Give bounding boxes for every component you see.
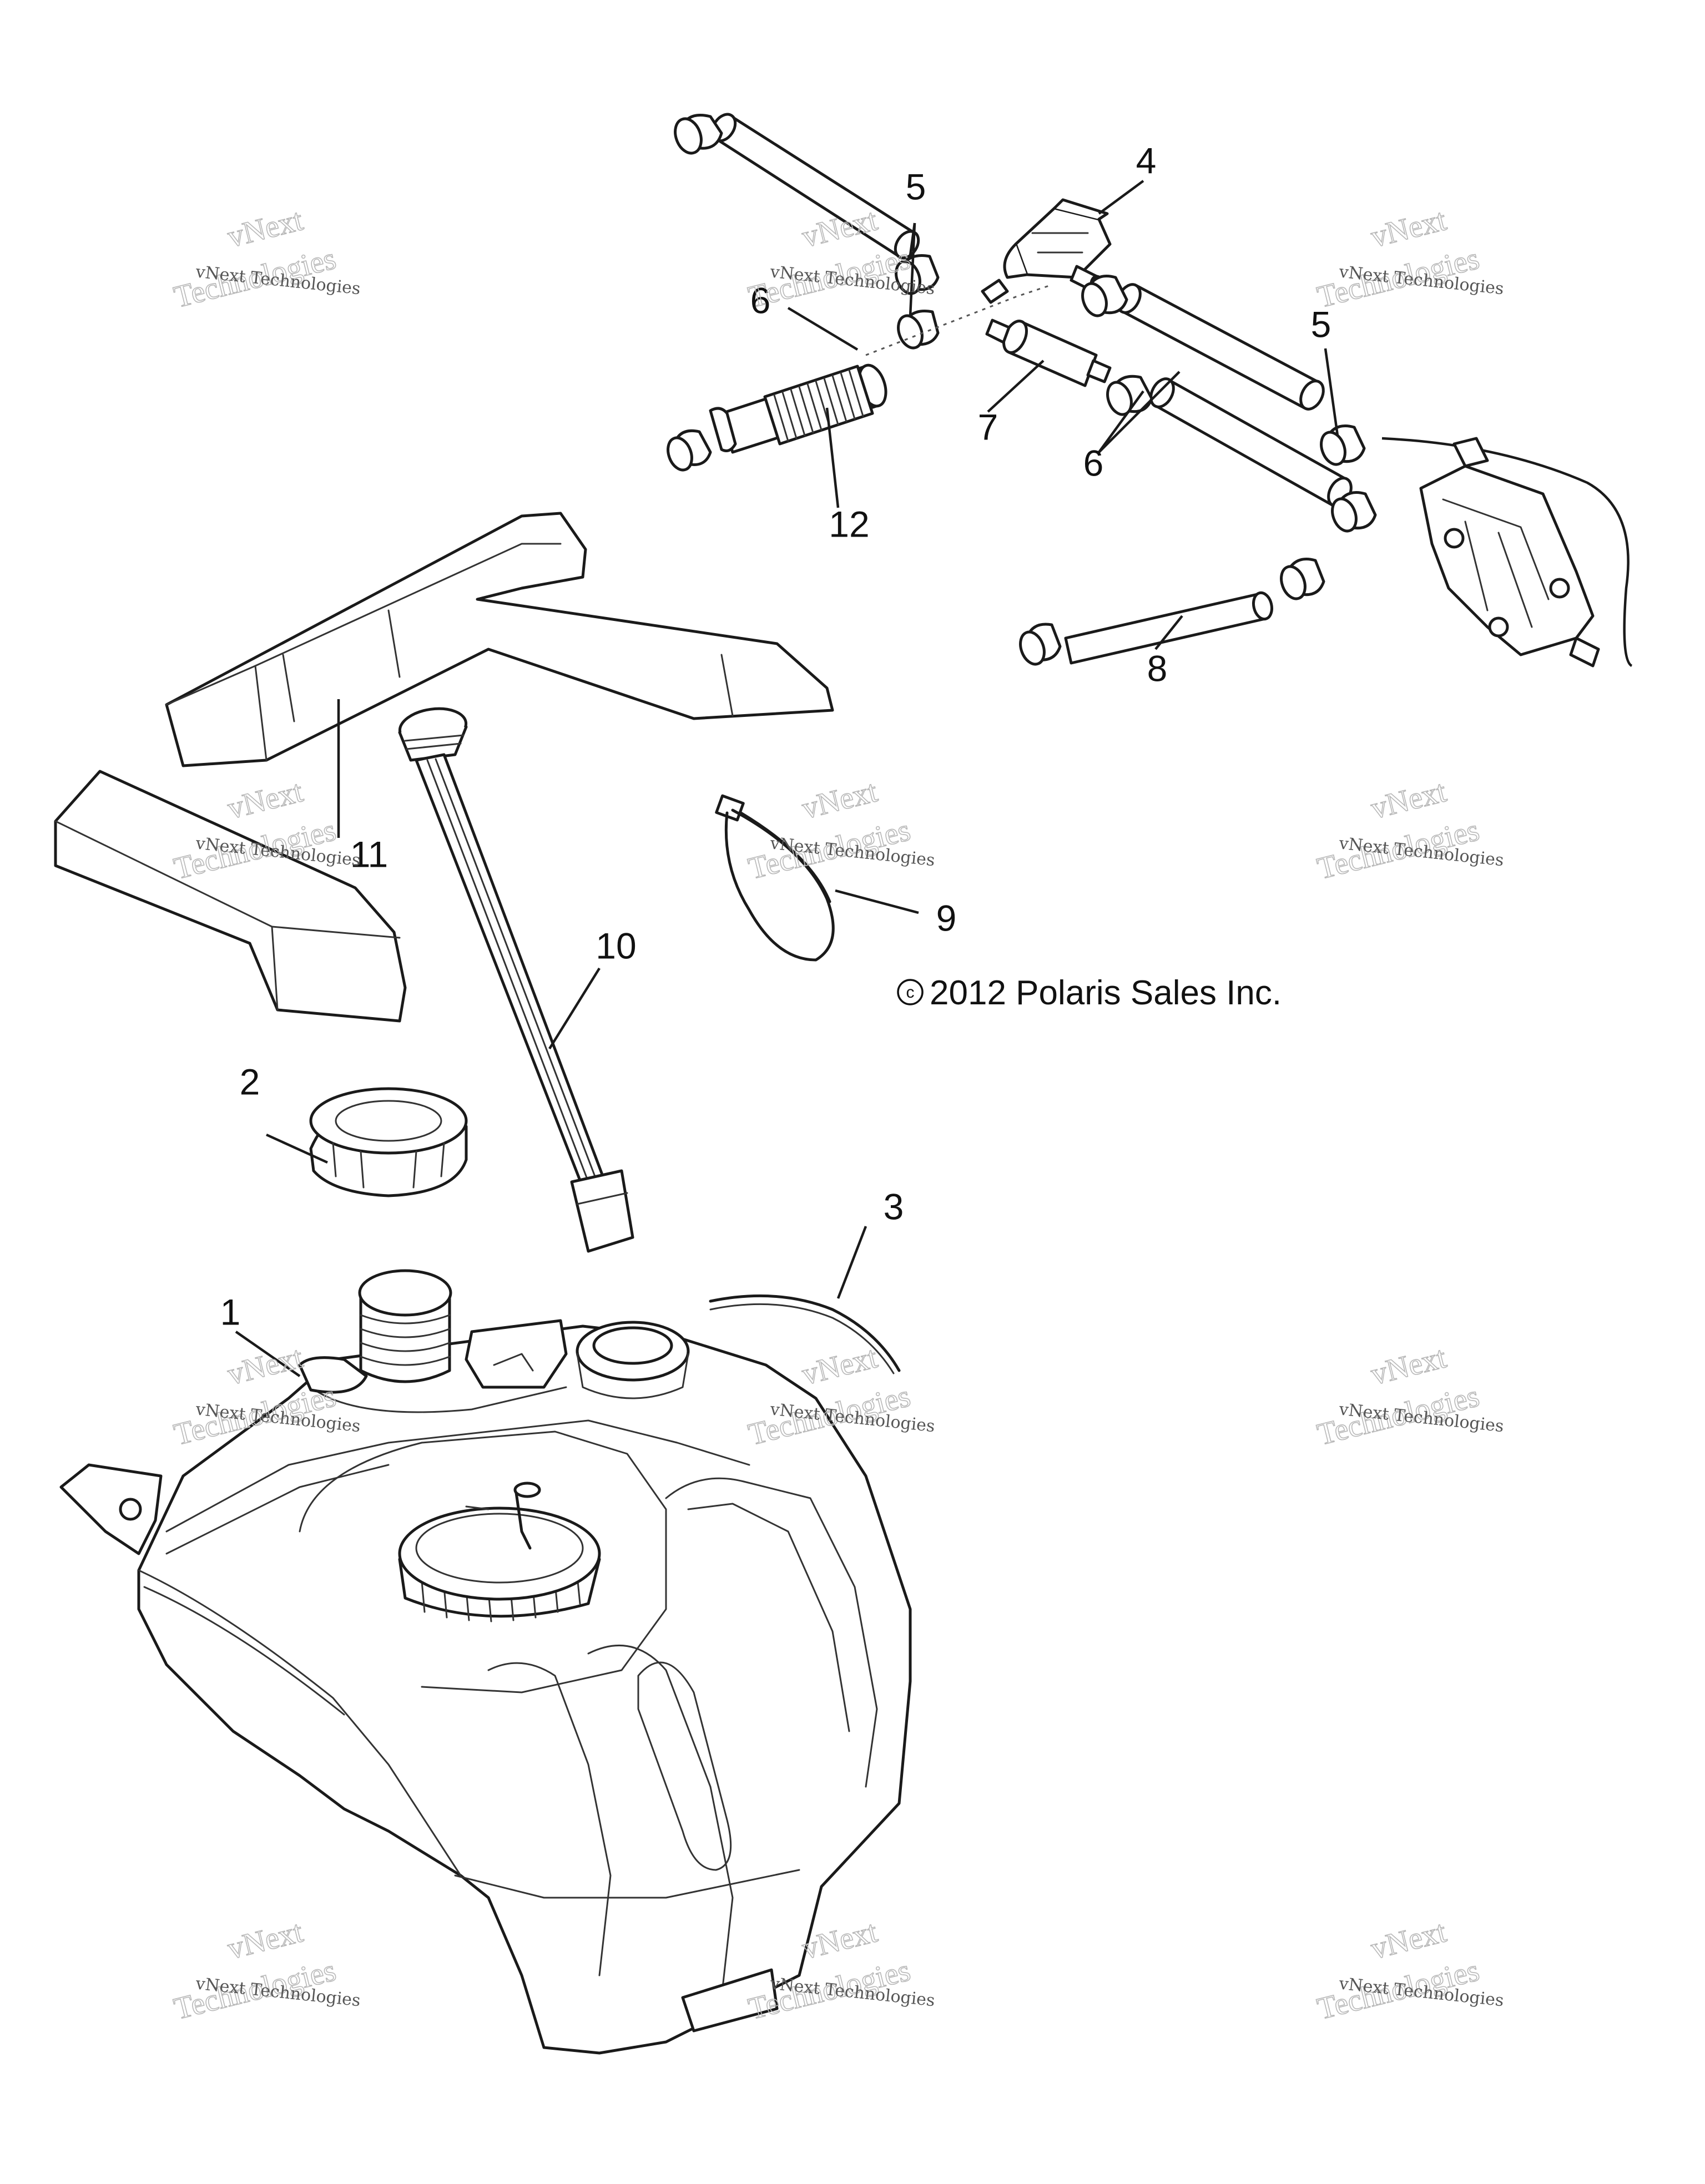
cable-tie	[715, 794, 835, 962]
hose-with-sleeve	[709, 363, 887, 454]
hose-clamp	[1081, 275, 1128, 317]
callout-labels: 1 2 3 4 5 5 6 6 7 8 9 10 11 12	[220, 140, 1331, 1332]
callout-2: 2	[240, 1061, 260, 1102]
inline-fuel-filter	[985, 318, 1112, 387]
hose-clamp	[674, 114, 723, 155]
svg-text:vNext: vNext	[1368, 1340, 1450, 1392]
fuel-tank	[59, 1269, 912, 2055]
hose-clamp	[1320, 424, 1366, 466]
svg-text:vNext: vNext	[224, 1340, 306, 1392]
callout-6a: 6	[750, 280, 771, 321]
callout-6b: 6	[1083, 442, 1104, 483]
callout-4: 4	[1136, 140, 1157, 181]
tank-filler-neck	[298, 1269, 567, 1413]
fuel-cap	[309, 1087, 468, 1197]
svg-text:vNext: vNext	[1368, 1914, 1450, 1966]
foam-pad-upper	[165, 512, 834, 767]
callout-8: 8	[1147, 648, 1168, 689]
callout-7: 7	[978, 406, 998, 447]
leader-lines	[235, 180, 1339, 1377]
callout-1: 1	[220, 1291, 241, 1332]
hose-clamp	[1280, 558, 1325, 600]
callout-5b: 5	[1311, 304, 1331, 345]
fuel-level-sender	[398, 707, 634, 1253]
vent-line	[709, 1294, 901, 1372]
watermark: vNext Technologies vNext Technologies	[745, 774, 936, 887]
copyright-symbol-circle	[897, 979, 924, 1005]
callout-3: 3	[884, 1186, 904, 1227]
svg-text:vNext: vNext	[1368, 203, 1450, 254]
tank-vent-fitting	[465, 1319, 568, 1389]
hose-clamp	[1106, 375, 1153, 416]
svg-text:vNext: vNext	[224, 203, 306, 254]
tank-sender-port	[576, 1321, 690, 1399]
watermark: vNext Technologies vNext Technologies	[1314, 774, 1505, 887]
watermark: vNext Technologies vNext Technologies	[1314, 1339, 1505, 1453]
copyright-text: 2012 Polaris Sales Inc.	[930, 974, 1282, 1012]
fuel-line-assembly	[667, 113, 1633, 668]
copyright-notice: c 2012 Polaris Sales Inc.	[897, 974, 1282, 1012]
svg-text:vNext: vNext	[1368, 774, 1450, 826]
callout-5a: 5	[906, 166, 926, 207]
svg-text:vNext: vNext	[224, 774, 306, 826]
svg-text:vNext: vNext	[224, 1914, 306, 1966]
hose-clamp	[667, 429, 712, 472]
hose-short	[1064, 591, 1273, 665]
hose-clamp	[897, 310, 940, 350]
svg-text:vNext: vNext	[799, 1340, 881, 1392]
assembly-centerline	[865, 285, 1050, 356]
hose-clamp	[1019, 623, 1062, 666]
watermark: vNext Technologies vNext Technologies	[1314, 1914, 1505, 2027]
hose-lower-right	[1149, 377, 1353, 508]
callout-12: 12	[829, 503, 869, 544]
callout-10: 10	[596, 925, 636, 966]
copyright-symbol: c	[906, 983, 915, 1002]
hose-clamp	[1331, 491, 1377, 533]
watermark: vNext Technologies vNext Technologies	[170, 1914, 362, 2027]
tank-pump-module-ring	[398, 1482, 601, 1622]
vent-line-inner	[709, 1303, 895, 1374]
svg-text:vNext: vNext	[799, 774, 881, 826]
svg-text:vNext: vNext	[799, 203, 881, 254]
watermark: vNext Technologies vNext Technologies	[170, 202, 362, 315]
watermark: vNext Technologies vNext Technologies	[745, 202, 936, 315]
callout-11: 11	[350, 833, 389, 874]
foam-pad-lower	[54, 770, 407, 1023]
fuel-pump	[1419, 437, 1600, 668]
callout-9: 9	[936, 897, 957, 938]
watermark: vNext Technologies vNext Technologies	[1314, 202, 1505, 315]
hose-upper-right	[1116, 283, 1325, 411]
